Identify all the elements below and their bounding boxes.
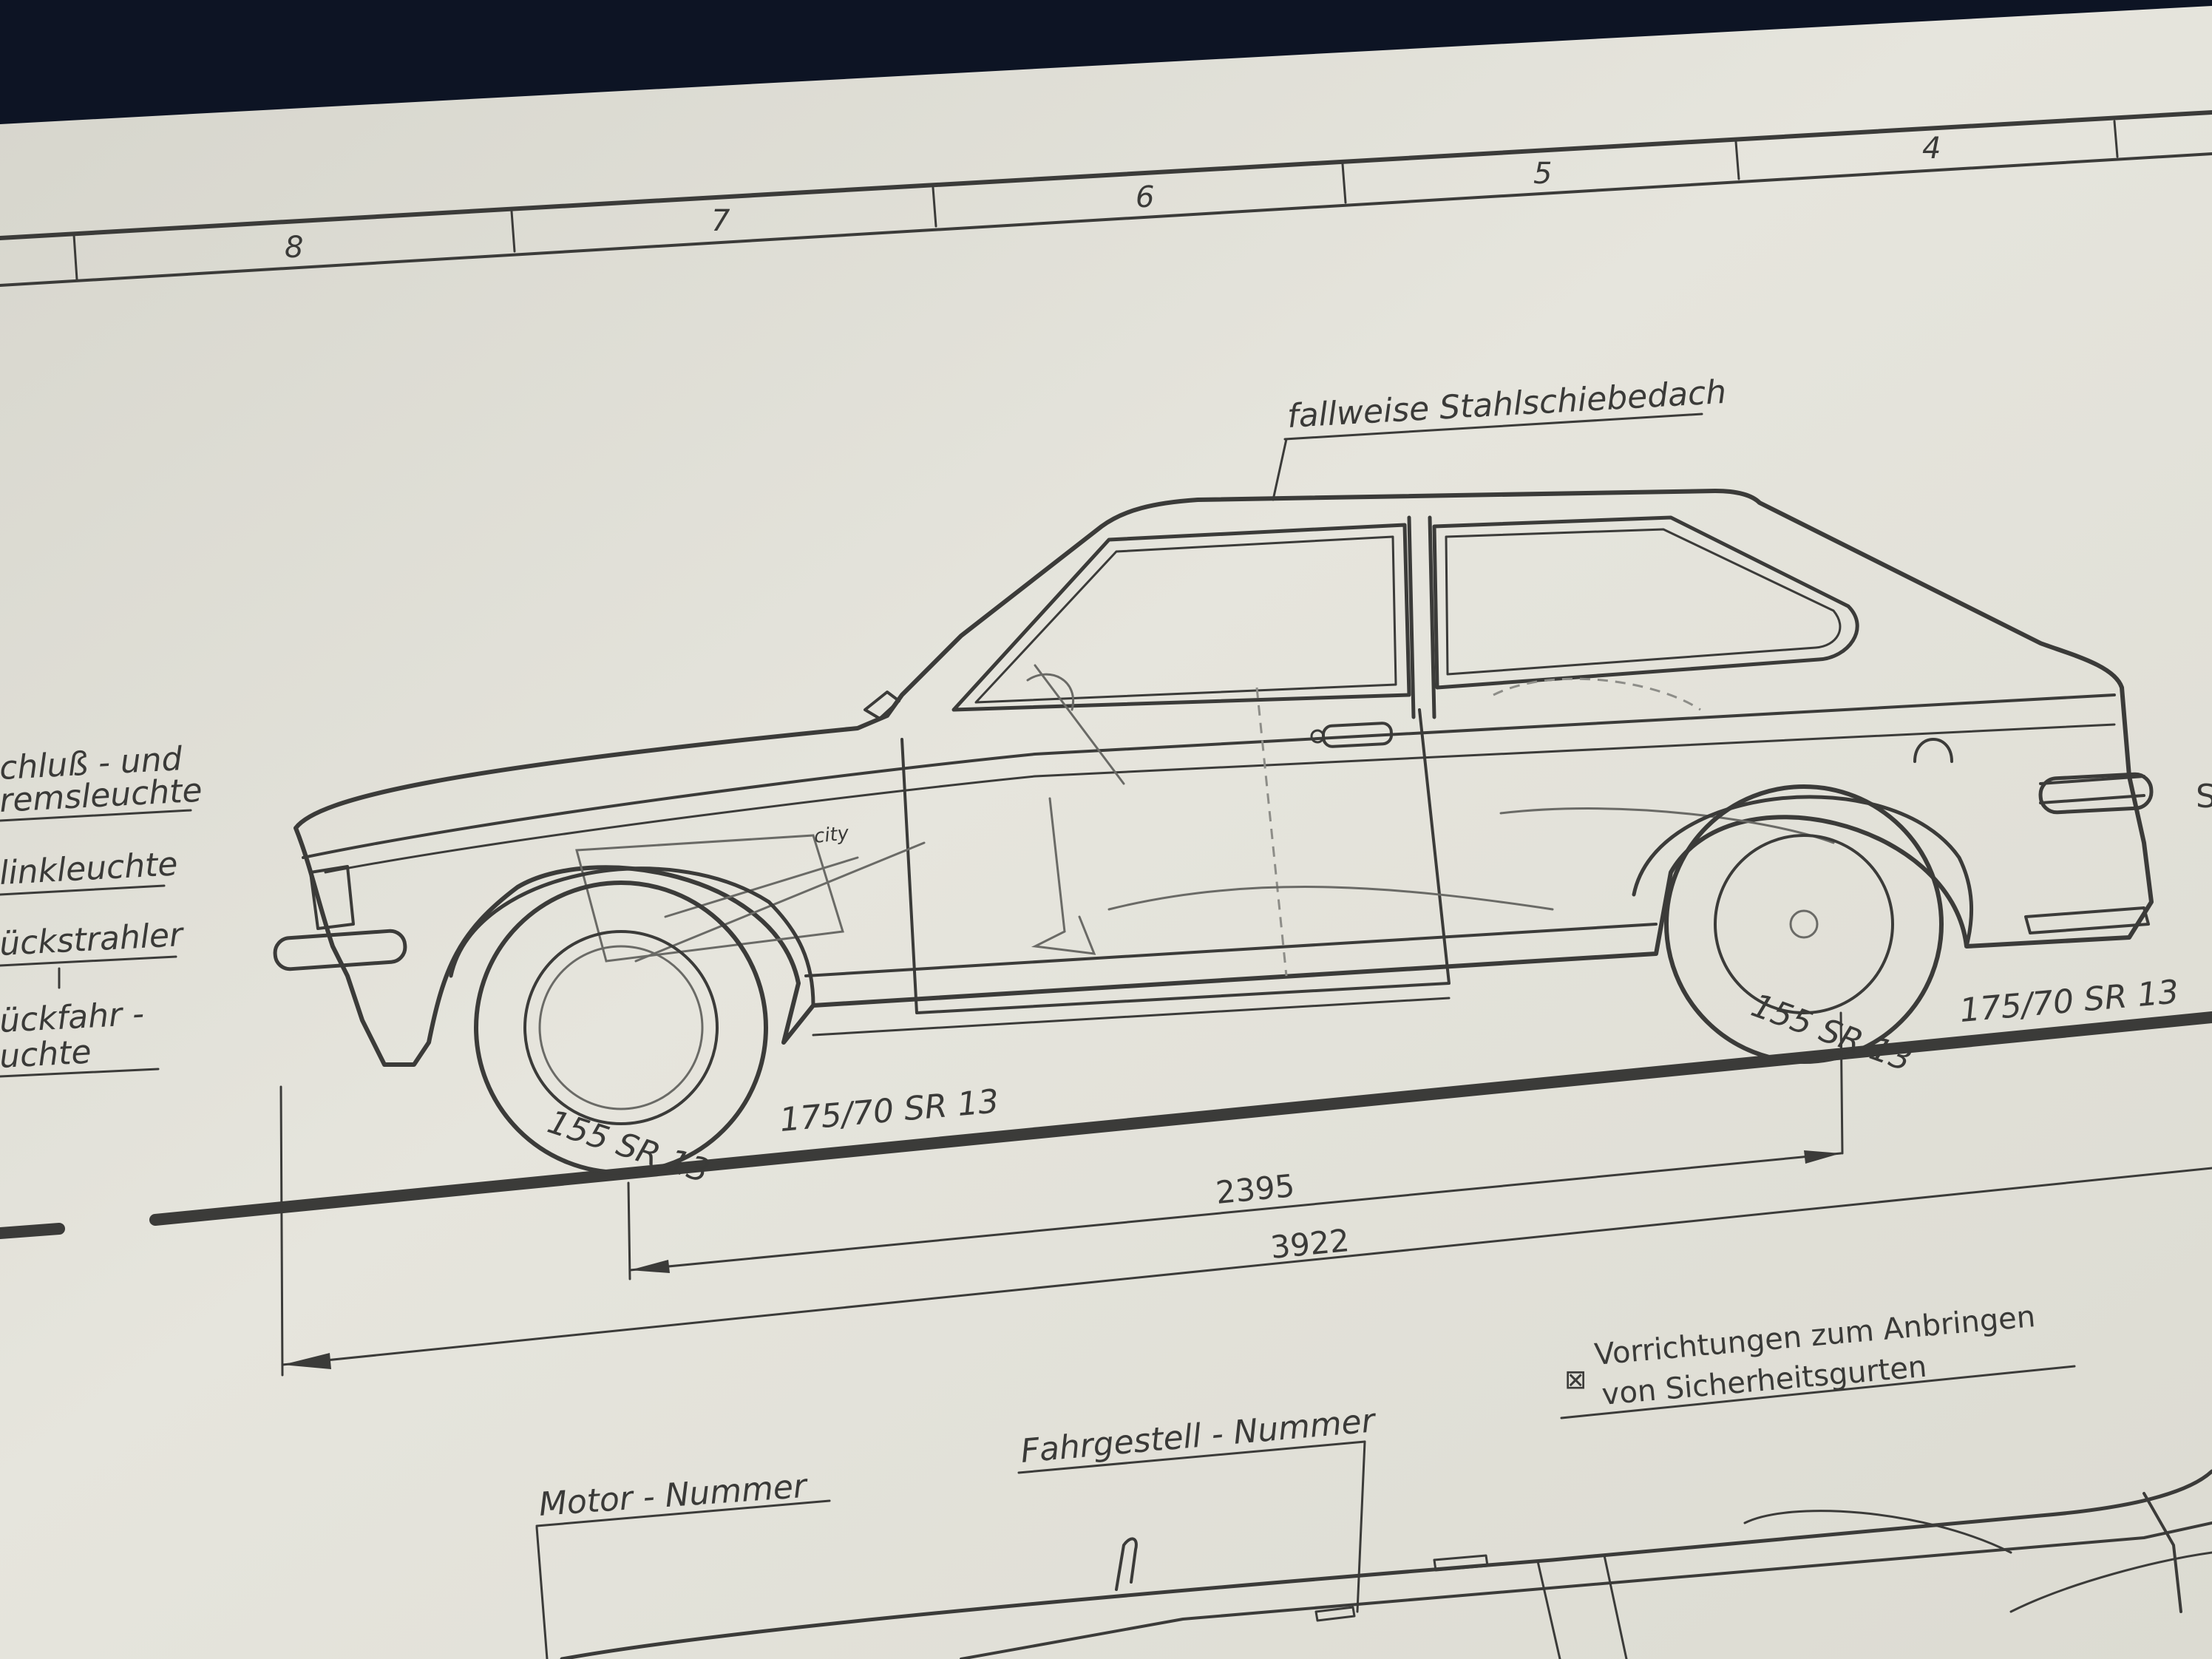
car-top-view-partial — [560, 1469, 2212, 1659]
seatbelt-mark-icon: ⊠ — [1564, 1365, 1587, 1395]
ground-line — [0, 1011, 2212, 1239]
overall-length-dimension: 3922 — [1269, 1222, 1351, 1266]
legend-reverse-2: uchte — [0, 1034, 92, 1076]
grid-bar: 8 7 6 5 4 — [0, 110, 2212, 287]
grid-number-6: 6 — [1136, 180, 1154, 214]
grid-number-4: 4 — [1922, 132, 1941, 166]
front-wheel — [449, 866, 815, 1175]
grid-number-5: 5 — [1533, 157, 1552, 191]
wheelbase-dimension: 2395 — [1214, 1167, 1296, 1211]
grid-number-8: 8 — [285, 231, 303, 265]
legend-indicator: linkleuchte — [0, 845, 179, 892]
side-letter: S — [2196, 778, 2212, 815]
dimension-lines: 2395 3922 — [279, 1011, 2212, 1377]
rear-wheel — [1632, 784, 1974, 1064]
legend-reverse-1: ückfahr - — [0, 995, 145, 1040]
grid-number-7: 7 — [711, 204, 730, 238]
paper-sheet — [0, 6, 2212, 1659]
city-badge: city — [813, 822, 851, 848]
car-side-view: city — [273, 489, 2154, 1175]
